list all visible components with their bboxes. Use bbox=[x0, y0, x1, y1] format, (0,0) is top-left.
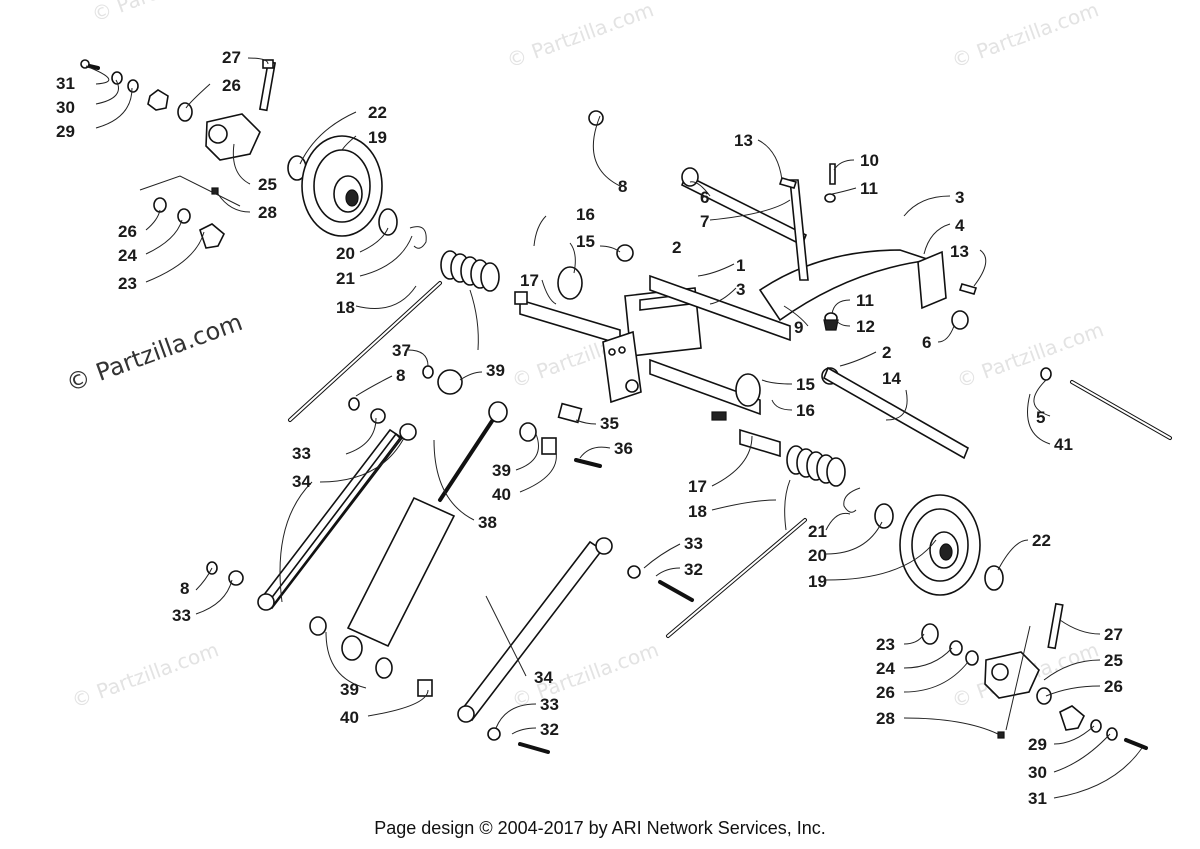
callout-label: 24 bbox=[876, 659, 895, 678]
callout-label: 14 bbox=[882, 369, 901, 388]
callout-label: 9 bbox=[794, 318, 803, 337]
callout-label: 20 bbox=[808, 546, 827, 565]
idler-group-lower-right bbox=[843, 487, 1148, 750]
callout-label: 28 bbox=[876, 709, 895, 728]
parts-artwork bbox=[80, 59, 1172, 754]
callout-label: 16 bbox=[576, 205, 595, 224]
callout-label: 2 bbox=[882, 343, 891, 362]
callout-label: 19 bbox=[368, 128, 387, 147]
callout-label: 36 bbox=[614, 439, 633, 458]
callout-label: 40 bbox=[340, 708, 359, 727]
callout-label: 7 bbox=[700, 212, 709, 231]
callout-label: 34 bbox=[292, 472, 311, 491]
callout-label: 20 bbox=[336, 244, 355, 263]
callout-label: 30 bbox=[56, 98, 75, 117]
watermark-main: © Partzilla.com bbox=[62, 308, 246, 398]
callout-label: 29 bbox=[56, 122, 75, 141]
callout-label: 26 bbox=[222, 76, 241, 95]
callout-label: 30 bbox=[1028, 763, 1047, 782]
callout-label: 39 bbox=[492, 461, 511, 480]
callout-label: 17 bbox=[688, 477, 707, 496]
callout-label: 27 bbox=[222, 48, 241, 67]
callout-label: 22 bbox=[368, 103, 387, 122]
callout-label: 37 bbox=[392, 341, 411, 360]
callout-label: 31 bbox=[1028, 789, 1047, 808]
callout-label: 23 bbox=[118, 274, 137, 293]
callout-label: 33 bbox=[292, 444, 311, 463]
callout-label: 21 bbox=[336, 269, 355, 288]
callout-label: 24 bbox=[118, 246, 137, 265]
callout-label: 26 bbox=[876, 683, 895, 702]
callout-label: 33 bbox=[540, 695, 559, 714]
callout-label: 21 bbox=[808, 522, 827, 541]
callout-label: 25 bbox=[1104, 651, 1123, 670]
watermark: © Partzilla.com bbox=[504, 0, 657, 73]
callout-label: 2 bbox=[672, 238, 681, 257]
callout-label: 18 bbox=[688, 502, 707, 521]
idler-group-upper-left bbox=[80, 59, 427, 249]
torsion-springs bbox=[288, 250, 846, 638]
callout-label: 6 bbox=[700, 188, 709, 207]
callout-label: 25 bbox=[258, 175, 277, 194]
callout-label: 5 bbox=[1036, 408, 1045, 427]
shock-and-links bbox=[206, 365, 694, 754]
callout-label: 27 bbox=[1104, 625, 1123, 644]
callout-label: 6 bbox=[922, 333, 931, 352]
callout-label: 22 bbox=[1032, 531, 1051, 550]
callout-label: 41 bbox=[1054, 435, 1073, 454]
callout-label: 38 bbox=[478, 513, 497, 532]
callout-label: 13 bbox=[734, 131, 753, 150]
leader-lines bbox=[85, 57, 1143, 799]
callout-label: 15 bbox=[576, 232, 595, 251]
watermark: © Partzilla.com bbox=[89, 0, 242, 27]
watermark: © Partzilla.com bbox=[954, 317, 1107, 392]
callout-label: 3 bbox=[955, 188, 964, 207]
callout-label: 4 bbox=[955, 216, 965, 235]
callout-label: 13 bbox=[950, 242, 969, 261]
callout-label: 17 bbox=[520, 271, 539, 290]
watermark: © Partzilla.com bbox=[949, 0, 1102, 73]
callout-label: 15 bbox=[796, 375, 815, 394]
watermark: © Partzilla.com bbox=[69, 637, 222, 712]
callout-label: 23 bbox=[876, 635, 895, 654]
callout-label: 26 bbox=[1104, 677, 1123, 696]
callout-label: 12 bbox=[856, 317, 875, 336]
callout-label: 11 bbox=[856, 291, 874, 310]
callout-label: 28 bbox=[258, 203, 277, 222]
callout-label: 18 bbox=[336, 298, 355, 317]
callout-label: 29 bbox=[1028, 735, 1047, 754]
callout-label: 16 bbox=[796, 401, 815, 420]
copyright-footer: Page design © 2004-2017 by ARI Network S… bbox=[374, 818, 826, 838]
callout-label: 11 bbox=[860, 179, 878, 198]
callout-label: 19 bbox=[808, 572, 827, 591]
callout-label: 39 bbox=[486, 361, 505, 380]
callout-label: 40 bbox=[492, 485, 511, 504]
watermark: © Partzilla.com bbox=[509, 637, 662, 712]
callout-label: 3 bbox=[736, 280, 745, 299]
callout-label: 32 bbox=[540, 720, 559, 739]
callout-label: 1 bbox=[736, 256, 745, 275]
rear-arm-assembly bbox=[514, 110, 1172, 460]
callout-label: 34 bbox=[534, 668, 553, 687]
watermarks: © Partzilla.com © Partzilla.com © Partzi… bbox=[62, 0, 1106, 713]
callout-label: 8 bbox=[180, 579, 189, 598]
callout-label: 26 bbox=[118, 222, 137, 241]
callout-label: 33 bbox=[172, 606, 191, 625]
callout-label: 32 bbox=[684, 560, 703, 579]
callout-label: 35 bbox=[600, 414, 619, 433]
callout-label: 33 bbox=[684, 534, 703, 553]
callout-label: 8 bbox=[618, 177, 627, 196]
callout-label: 39 bbox=[340, 680, 359, 699]
callout-label: 10 bbox=[860, 151, 879, 170]
callout-label: 31 bbox=[56, 74, 75, 93]
callout-label: 8 bbox=[396, 366, 405, 385]
callout-labels: 31 30 29 27 26 22 19 25 28 26 24 23 20 2… bbox=[56, 48, 1123, 808]
